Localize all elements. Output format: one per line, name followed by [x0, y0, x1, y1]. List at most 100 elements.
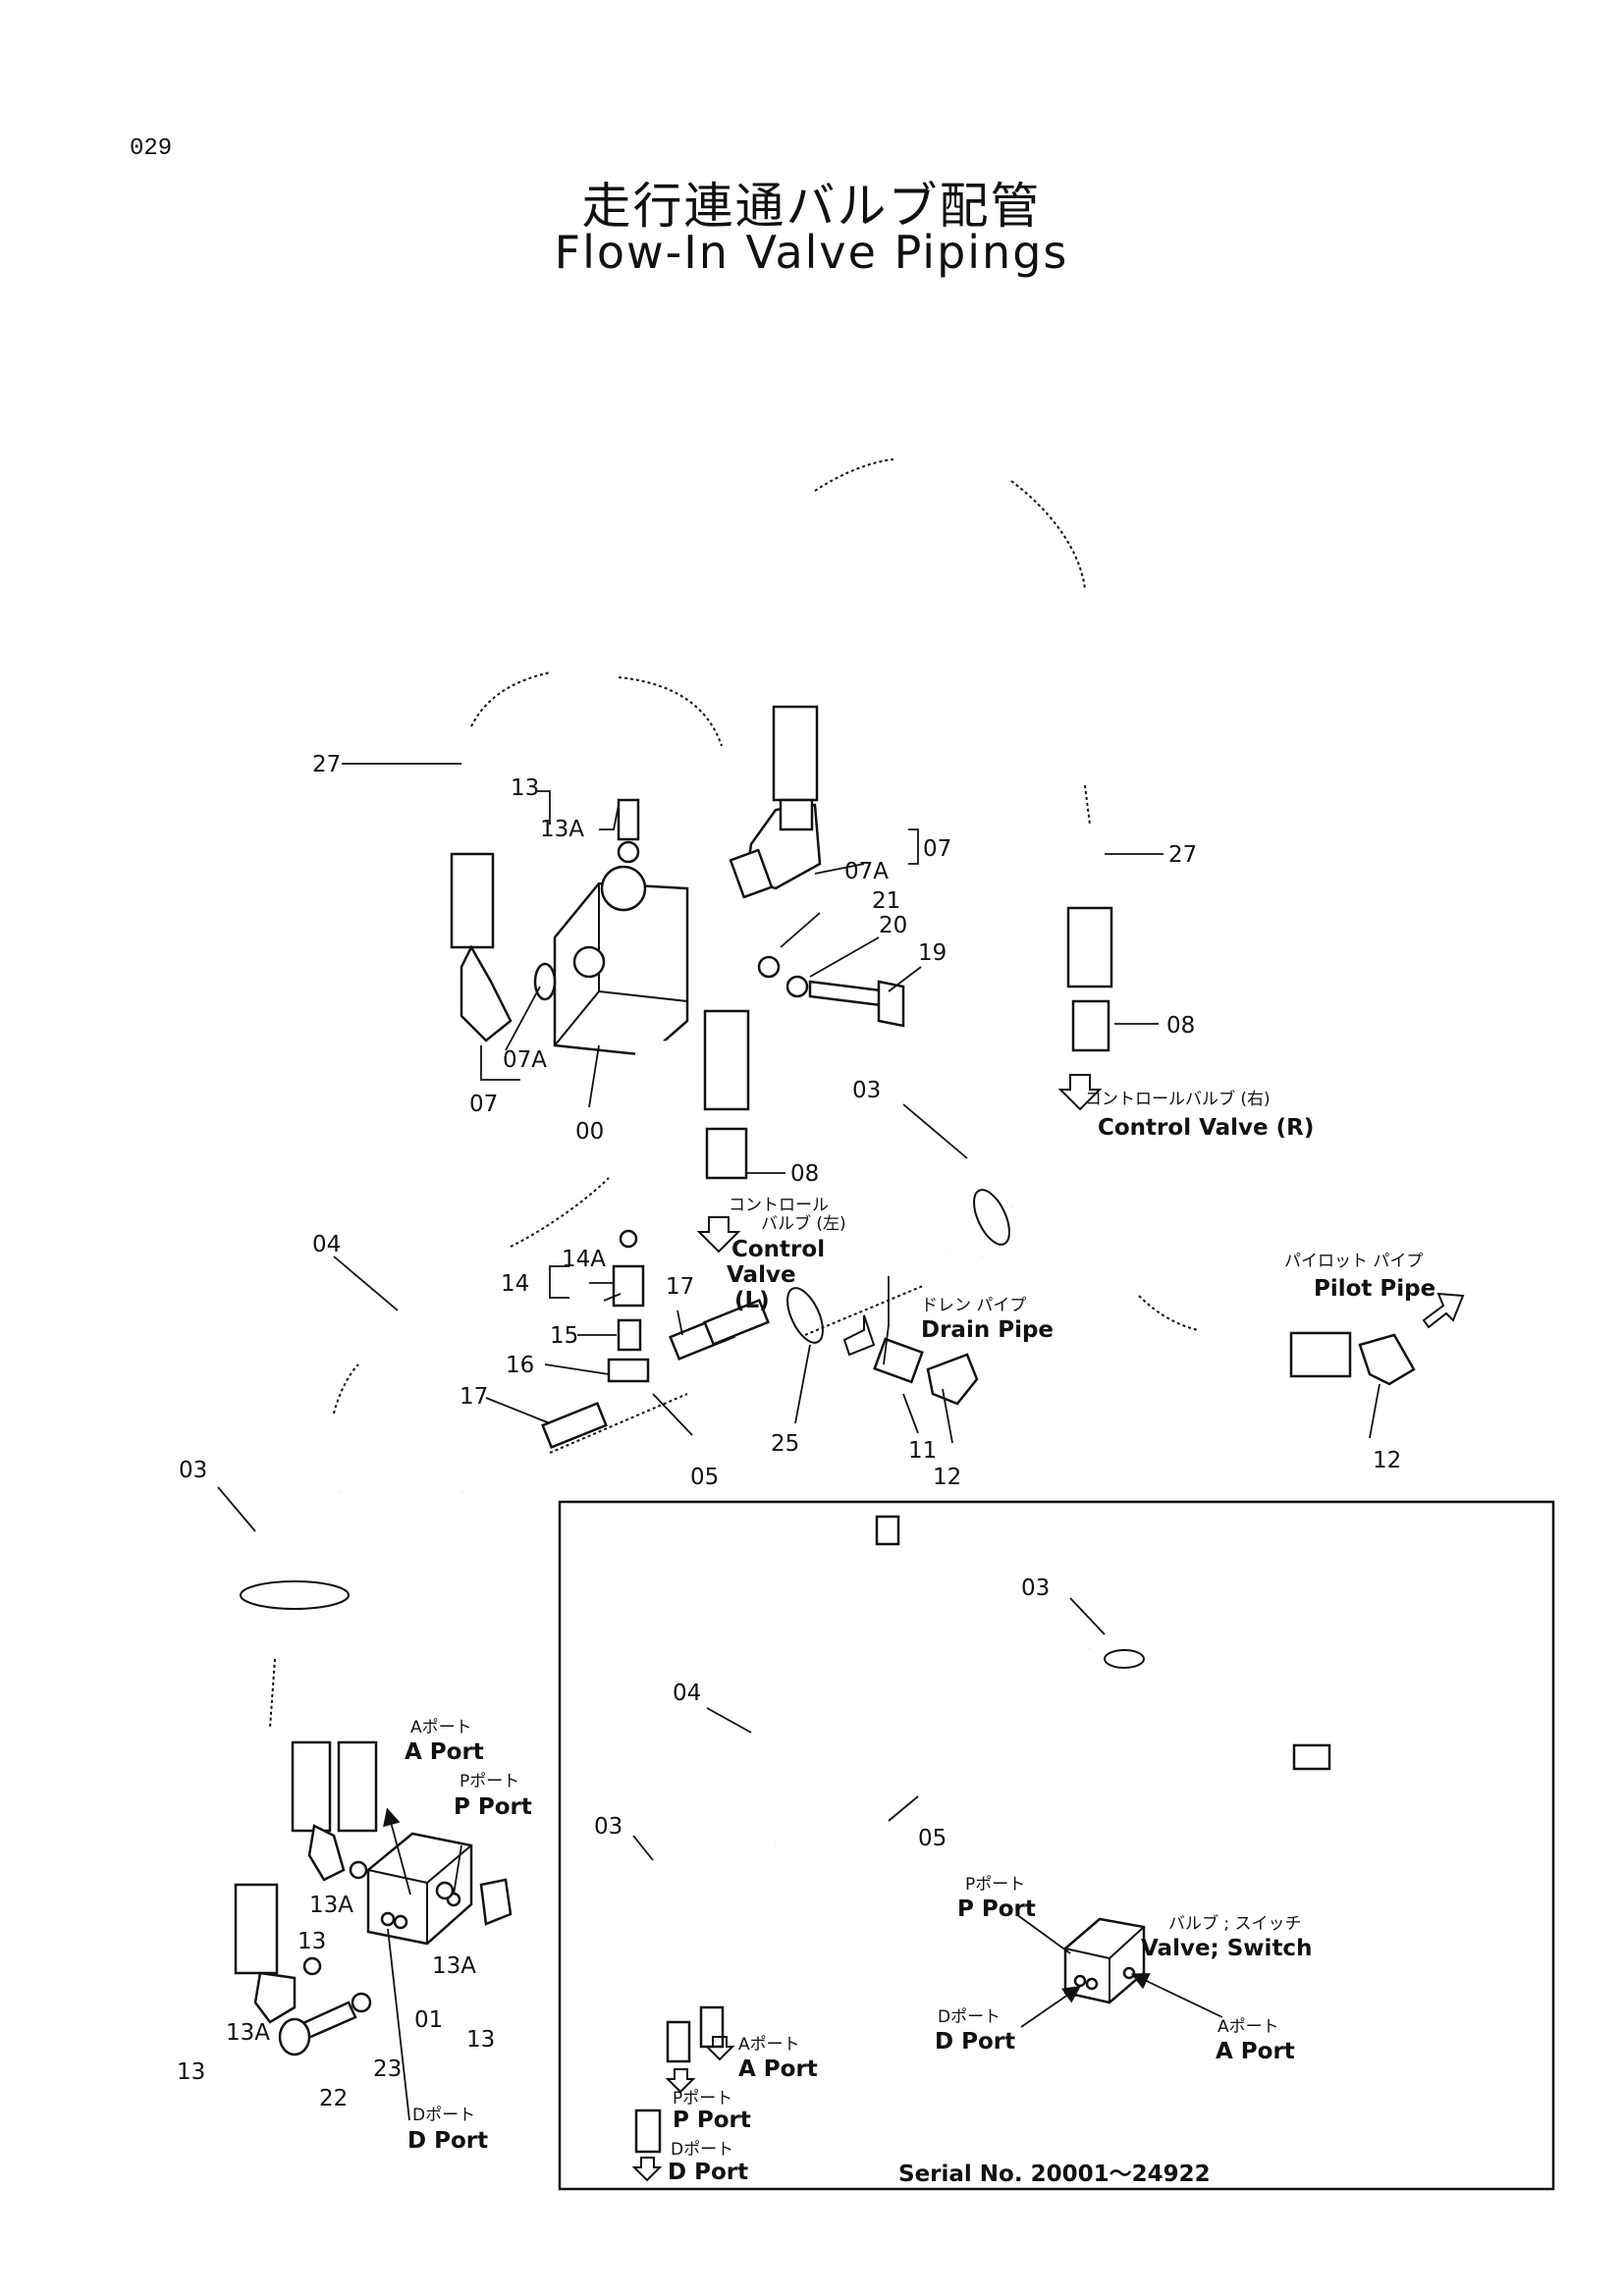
flow-in-valve-00 [553, 798, 689, 1057]
callout-19: 19 [918, 940, 947, 966]
pilot-pipe-label: Pilot Pipe [1314, 1276, 1435, 1302]
callout-16: 16 [506, 1353, 534, 1378]
inset-d-port-jp: Dポート [938, 2007, 1001, 2027]
hose-05 [263, 1239, 990, 1833]
callout-03-left: 03 [179, 1458, 207, 1483]
hose-end-fitting [1289, 1331, 1352, 1378]
inset-alternate-serial: 03 04 03 05 Pポート P Port バルブ ; スイッチ Valve… [558, 1500, 1555, 2191]
bolt-19 [757, 955, 905, 1028]
inset-callout-05: 05 [918, 1826, 947, 1851]
callout-12-pilot: 12 [1373, 1448, 1401, 1473]
callout-07A-left: 07A [503, 1047, 547, 1073]
inset-callout-03-left: 03 [594, 1814, 622, 1840]
elbow-fitting-07-right [729, 798, 822, 899]
hose-end-fitting [337, 1740, 378, 1833]
callout-07-left: 07 [469, 1092, 498, 1117]
callout-20: 20 [879, 913, 907, 938]
inset-hose-a-port-jp: Aポート [738, 2035, 800, 2055]
callout-11: 11 [908, 1438, 937, 1464]
p-port-label: P Port [454, 1794, 532, 1820]
callout-15: 15 [550, 1323, 578, 1349]
adapter-08-left [705, 1127, 748, 1180]
callout-27-left: 27 [312, 752, 341, 777]
callout-04: 04 [312, 1232, 341, 1257]
callout-13A-b: 13A [432, 1953, 476, 1979]
callout-23: 23 [373, 2056, 402, 2082]
hose-03 [234, 1141, 1352, 1975]
drain-pipe-label: Drain Pipe [921, 1317, 1054, 1343]
clamp [973, 1189, 1010, 1246]
callout-22: 22 [319, 2086, 348, 2111]
title-japanese: 走行連通バルブ配管 [581, 178, 1042, 235]
hose-end-fitting [291, 1740, 332, 1833]
hose-end-fitting [450, 852, 495, 949]
inset-hose-p-port-label: P Port [673, 2108, 751, 2133]
bolt-22 [278, 1992, 372, 2056]
fittings-13-13A [253, 1824, 513, 2024]
inset-a-port-jp: Aポート [1217, 2017, 1279, 2037]
callout-17-top: 17 [666, 1274, 694, 1300]
control-valve-left-jp2: バルブ (左) [761, 1213, 846, 1234]
inset-a-port-label: A Port [1216, 2039, 1295, 2064]
hose-end-fitting [234, 1883, 279, 1975]
inset-d-port-label: D Port [935, 2029, 1015, 2055]
d-port-jp: Dポート [412, 2106, 475, 2125]
callout-13: 13 [511, 775, 539, 801]
callout-08-left: 08 [790, 1161, 819, 1187]
pilot-pipe-jp: パイロット パイプ [1284, 1252, 1423, 1271]
adapter-08-right [1071, 999, 1110, 1052]
callout-03-top: 03 [852, 1078, 881, 1103]
callout-13-a: 13 [298, 1929, 326, 1954]
control-valve-left-jp1: コントロール [729, 1196, 829, 1215]
callout-14: 14 [501, 1271, 529, 1297]
elbow-fitting-07-left [460, 944, 557, 1042]
inset-callout-04: 04 [673, 1681, 701, 1706]
callout-13-c: 13 [177, 2059, 205, 2085]
inset-valve-switch-label: Valve; Switch [1141, 1936, 1312, 1961]
clamp-25 [786, 1287, 824, 1344]
callout-13-b: 13 [466, 2027, 495, 2053]
control-valve-right-label: Control Valve (R) [1098, 1115, 1314, 1141]
callout-27-right: 27 [1168, 842, 1197, 868]
drain-pipe-jp: ドレン パイプ [921, 1296, 1026, 1315]
control-valve-left-label-2: Valve [727, 1262, 796, 1288]
control-valve-left-label-3: (L) [734, 1288, 770, 1313]
callout-07-right: 07 [923, 836, 951, 862]
inset-hose-d-port-jp: Dポート [671, 2140, 733, 2160]
callout-13A: 13A [540, 817, 584, 842]
callout-14A: 14A [562, 1247, 606, 1272]
hose-27-right [772, 437, 1113, 988]
callout-01: 01 [414, 2007, 443, 2033]
hose-04 [298, 1040, 670, 1729]
inset-callout-03-top: 03 [1021, 1575, 1050, 1601]
callout-07A-right: 07A [844, 859, 889, 884]
callout-00: 00 [575, 1119, 604, 1145]
inset-border [558, 1500, 1555, 2191]
drain-fitting-11-12 [873, 1337, 979, 1406]
callout-25: 25 [771, 1431, 799, 1457]
callout-21: 21 [872, 888, 900, 914]
a-port-jp: Aポート [410, 1718, 472, 1737]
control-valve-right-jp: コントロールバルブ (右) [1085, 1089, 1271, 1109]
callout-05: 05 [690, 1465, 719, 1490]
d-port-label: D Port [407, 2128, 488, 2154]
inset-p-port-jp: Pポート [965, 1875, 1025, 1895]
hose-end-fitting [703, 1009, 750, 1111]
leader-lines [217, 763, 1380, 2121]
valve-switch-01 [366, 1832, 473, 1946]
inset-hose-p-port-jp: Pポート [673, 2089, 732, 2109]
page-number: 029 [130, 135, 173, 162]
hose-end-fitting [772, 705, 819, 802]
callout-13A-c: 13A [226, 2020, 270, 2046]
callout-08-right: 08 [1166, 1013, 1195, 1039]
fitting-14-15-16-17 [541, 1229, 770, 1449]
inset-p-port-label: P Port [957, 1896, 1036, 1922]
a-port-label: A Port [405, 1739, 484, 1765]
hose-end-fitting [1066, 906, 1113, 988]
callout-17-bottom: 17 [460, 1384, 488, 1410]
flow-arrows [696, 1074, 1465, 1357]
inset-hose-d-port-label: D Port [668, 2160, 748, 2185]
inset-serial-number: Serial No. 20001～24922 [898, 2162, 1211, 2187]
hose-27-left [450, 639, 750, 1111]
